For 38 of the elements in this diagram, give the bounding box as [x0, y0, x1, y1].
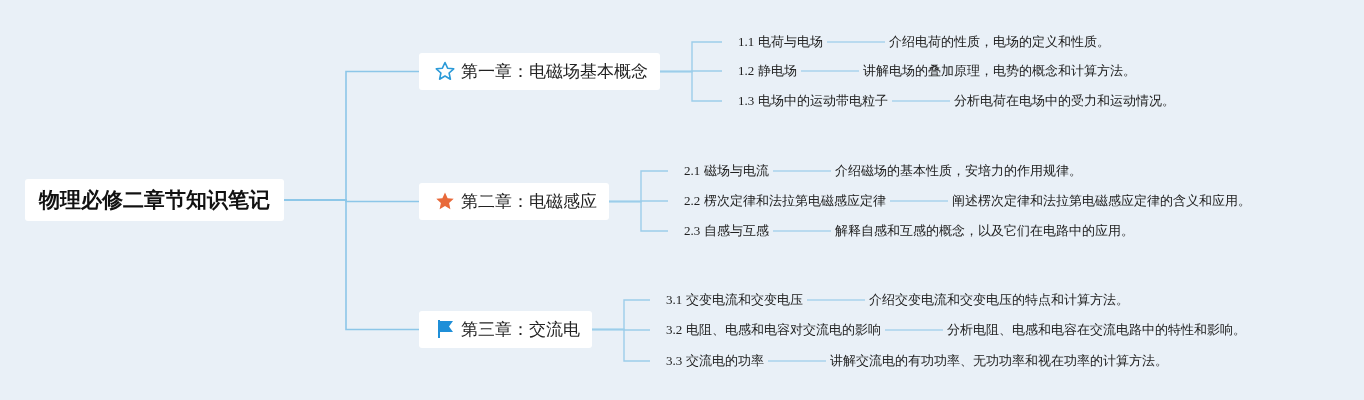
connector-line — [772, 170, 832, 172]
subtopic-text: 3.1 交变电流和交变电压 — [650, 290, 807, 310]
description-text: 解释自感和互感的概念，以及它们在电路中的应用。 — [831, 221, 1134, 241]
description-text: 阐述楞次定律和法拉第电磁感应定律的含义和应用。 — [948, 191, 1251, 211]
chapter-box — [419, 182, 609, 220]
connector-line — [800, 70, 860, 72]
description-text: 介绍磁场的基本性质，安培力的作用规律。 — [831, 161, 1082, 181]
connector-line — [884, 329, 944, 331]
connector-line — [767, 360, 827, 362]
chapter-box — [419, 310, 592, 348]
description-text: 分析电荷在电场中的受力和运动情况。 — [950, 91, 1175, 111]
subtopic-text: 1.1 电荷与电场 — [722, 32, 827, 52]
subtopic-text: 3.3 交流电的功率 — [650, 351, 768, 371]
connector-line — [826, 41, 886, 43]
subtopic-text: 2.3 自感与互感 — [668, 221, 773, 241]
description-text: 介绍交变电流和交变电压的特点和计算方法。 — [865, 290, 1129, 310]
topic-box: 物理必修二章节知识笔记 — [25, 179, 284, 221]
description-text: 分析电阻、电感和电容在交流电路中的特性和影响。 — [943, 320, 1246, 340]
connector-line — [889, 200, 949, 202]
chapter-title: 第二章：电磁感应 — [461, 190, 597, 213]
subtopic-text: 1.2 静电场 — [722, 61, 801, 81]
branch-line — [608, 200, 669, 232]
description-text: 讲解交流电的有功功率、无功功率和视在功率的计算方法。 — [826, 351, 1168, 371]
branch-line — [659, 70, 723, 102]
connector-line — [806, 299, 866, 301]
branch-line — [283, 199, 420, 331]
connector-line — [772, 230, 832, 232]
description-text: 讲解电场的叠加原理，电势的概念和计算方法。 — [859, 61, 1136, 81]
branch-line — [591, 328, 651, 362]
chapter-title: 第一章：电磁场基本概念 — [461, 60, 648, 83]
chapter-box — [419, 52, 660, 90]
subtopic-text: 2.1 磁场与电流 — [668, 161, 773, 181]
connector-line — [891, 100, 951, 102]
subtopic-text: 1.3 电场中的运动带电粒子 — [722, 91, 892, 111]
subtopic-text: 3.2 电阻、电感和电容对交流电的影响 — [650, 320, 885, 340]
chapter-title: 第三章：交流电 — [461, 318, 580, 341]
subtopic-text: 2.2 楞次定律和法拉第电磁感应定律 — [668, 191, 890, 211]
description-text: 介绍电荷的性质，电场的定义和性质。 — [885, 32, 1110, 52]
